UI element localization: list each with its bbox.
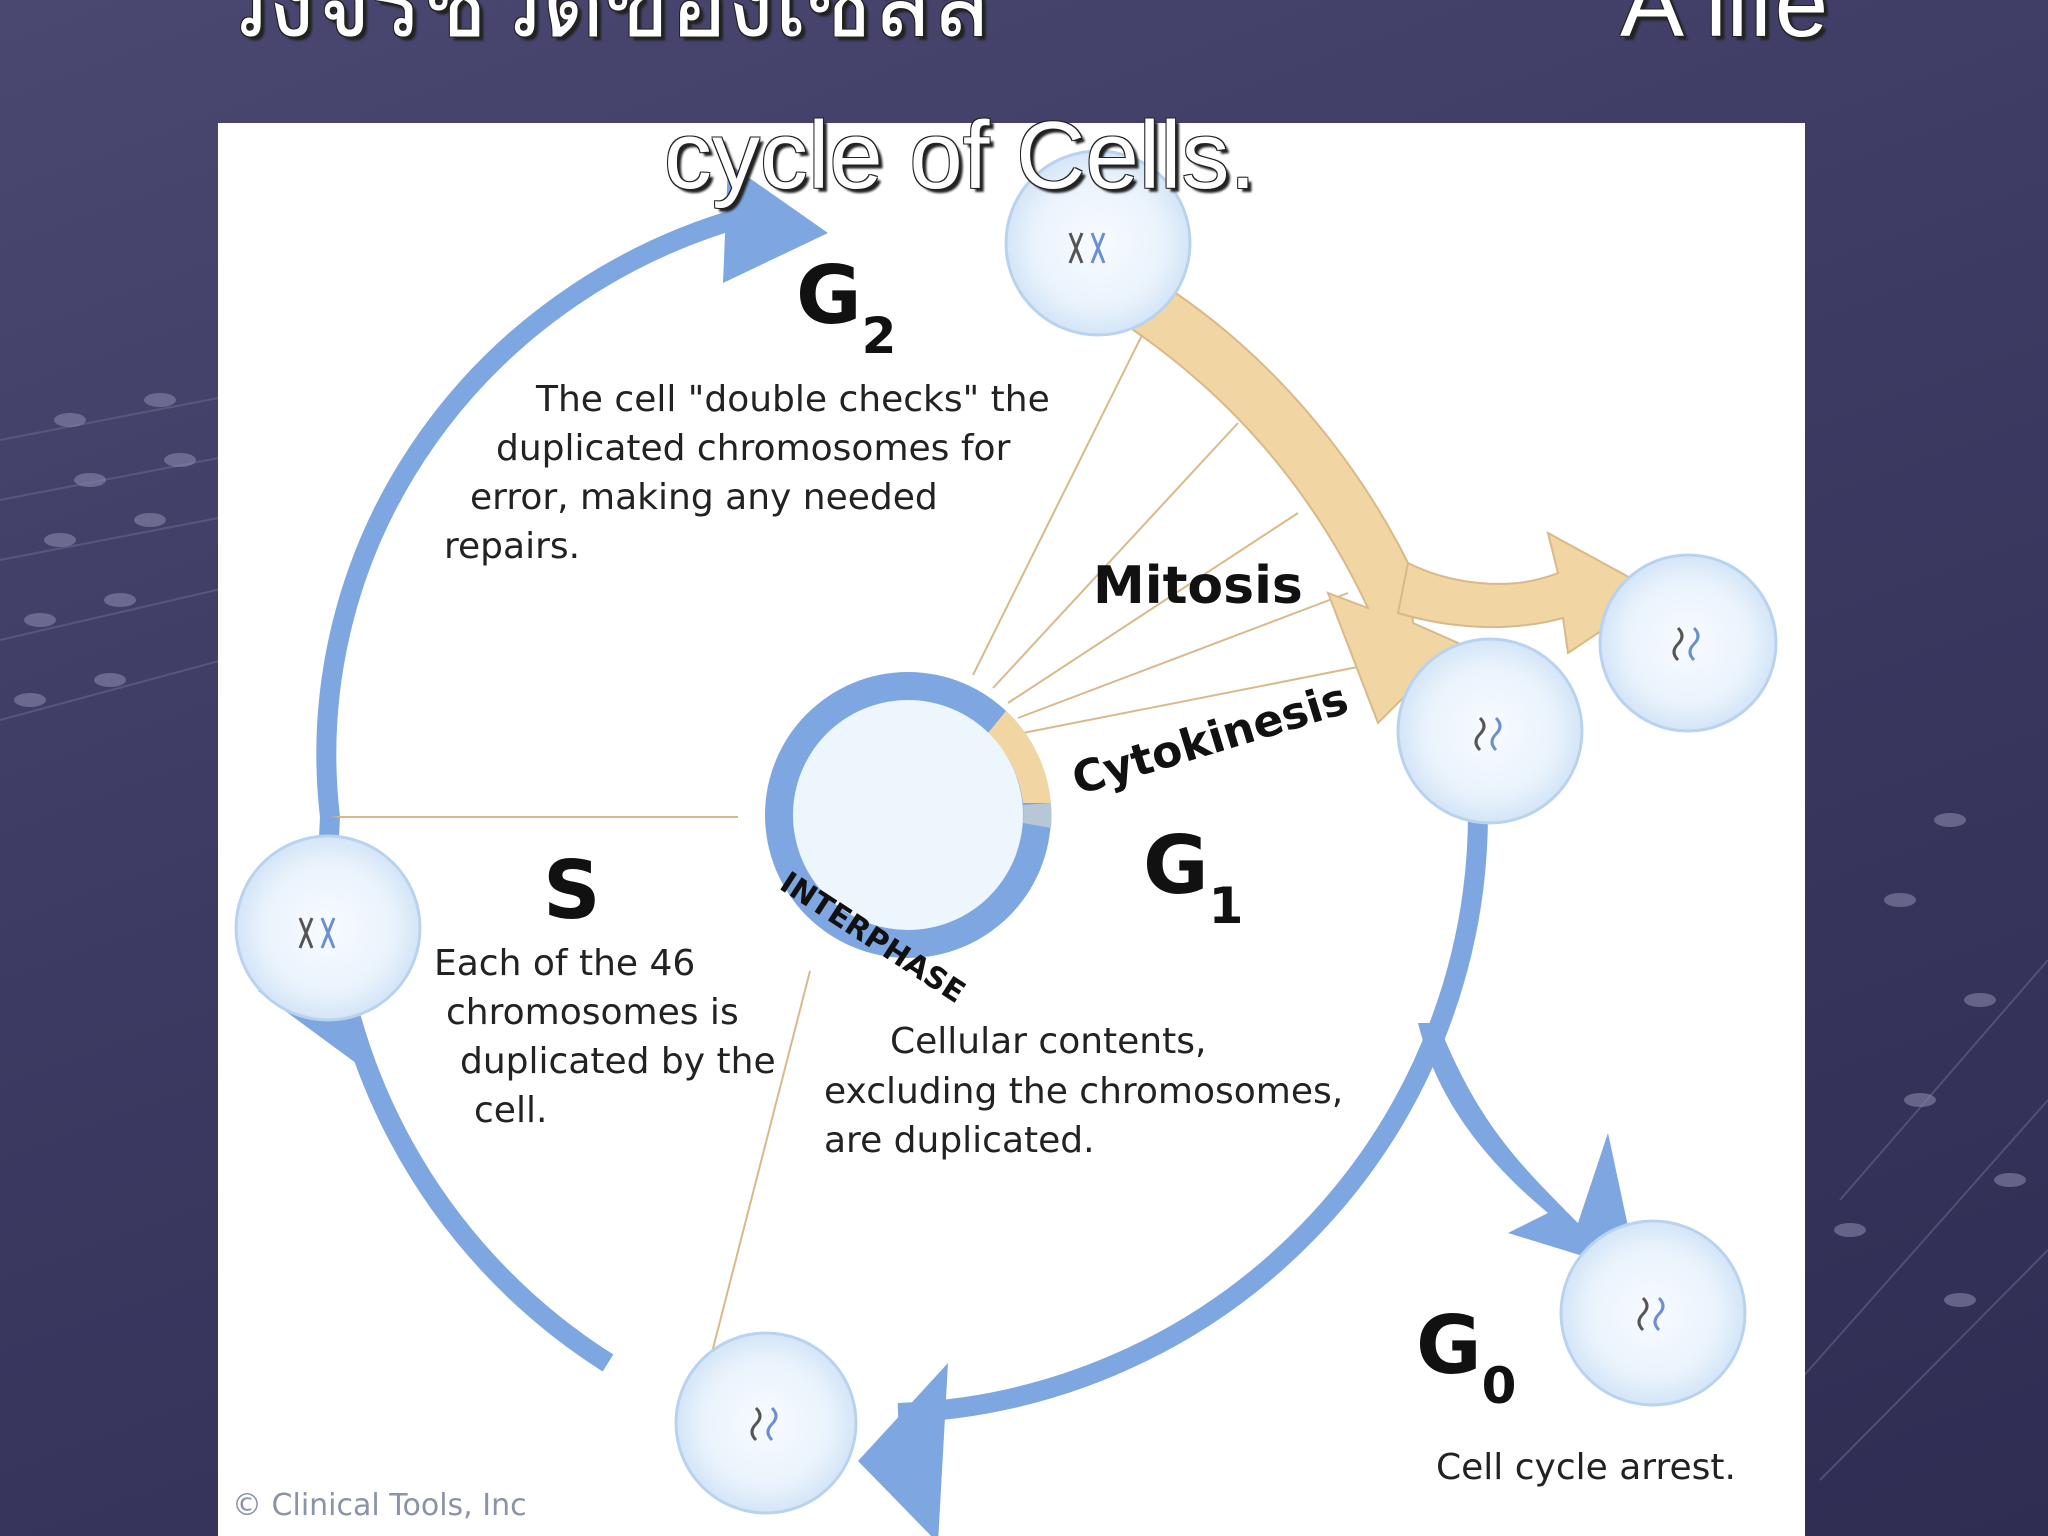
cell-g2 [1004, 149, 1192, 337]
credit-label: © Clinical Tools, Inc [232, 1488, 527, 1523]
cell-s [234, 834, 422, 1022]
description-g0: Cell cycle arrest. [1436, 1447, 1736, 1488]
description-g2: The cell "double checks" the duplicated … [444, 379, 1061, 567]
cell-daughter-2 [1598, 553, 1778, 733]
phase-label-g0: G0 [1416, 1299, 1516, 1415]
slide-title-english-line2: cycle of Cells. [664, 102, 1257, 209]
cell-daughter-1 [1396, 637, 1584, 825]
phase-label-g1: G1 [1143, 819, 1243, 935]
slide-title-thai: วงจรชีวิตของเซลล์ [214, 0, 990, 57]
chromosome-icons [298, 232, 1700, 1442]
mitosis-arrow [1121, 276, 1660, 725]
cell-g1 [674, 1331, 858, 1515]
description-g1: Cellular contents, excluding the chromos… [824, 1021, 1355, 1161]
sector-lines [330, 302, 1379, 1369]
phase-label-s: S [543, 844, 601, 937]
cell-g0 [1559, 1219, 1747, 1407]
phase-label-cytokinesis: Cytokinesis [1066, 673, 1354, 805]
phase-label-g2: G2 [796, 249, 896, 365]
cell-cycle-diagram: G2 S G1 G0 Mitosis Cytokinesis INTERPHAS… [218, 123, 1805, 1536]
description-s: Each of the 46 chromosomes is duplicated… [434, 943, 787, 1131]
cells [234, 149, 1778, 1515]
phase-label-mitosis: Mitosis [1093, 556, 1303, 616]
interphase-ring [765, 672, 1052, 958]
slide-title-english-line1: A life [1620, 0, 1829, 57]
